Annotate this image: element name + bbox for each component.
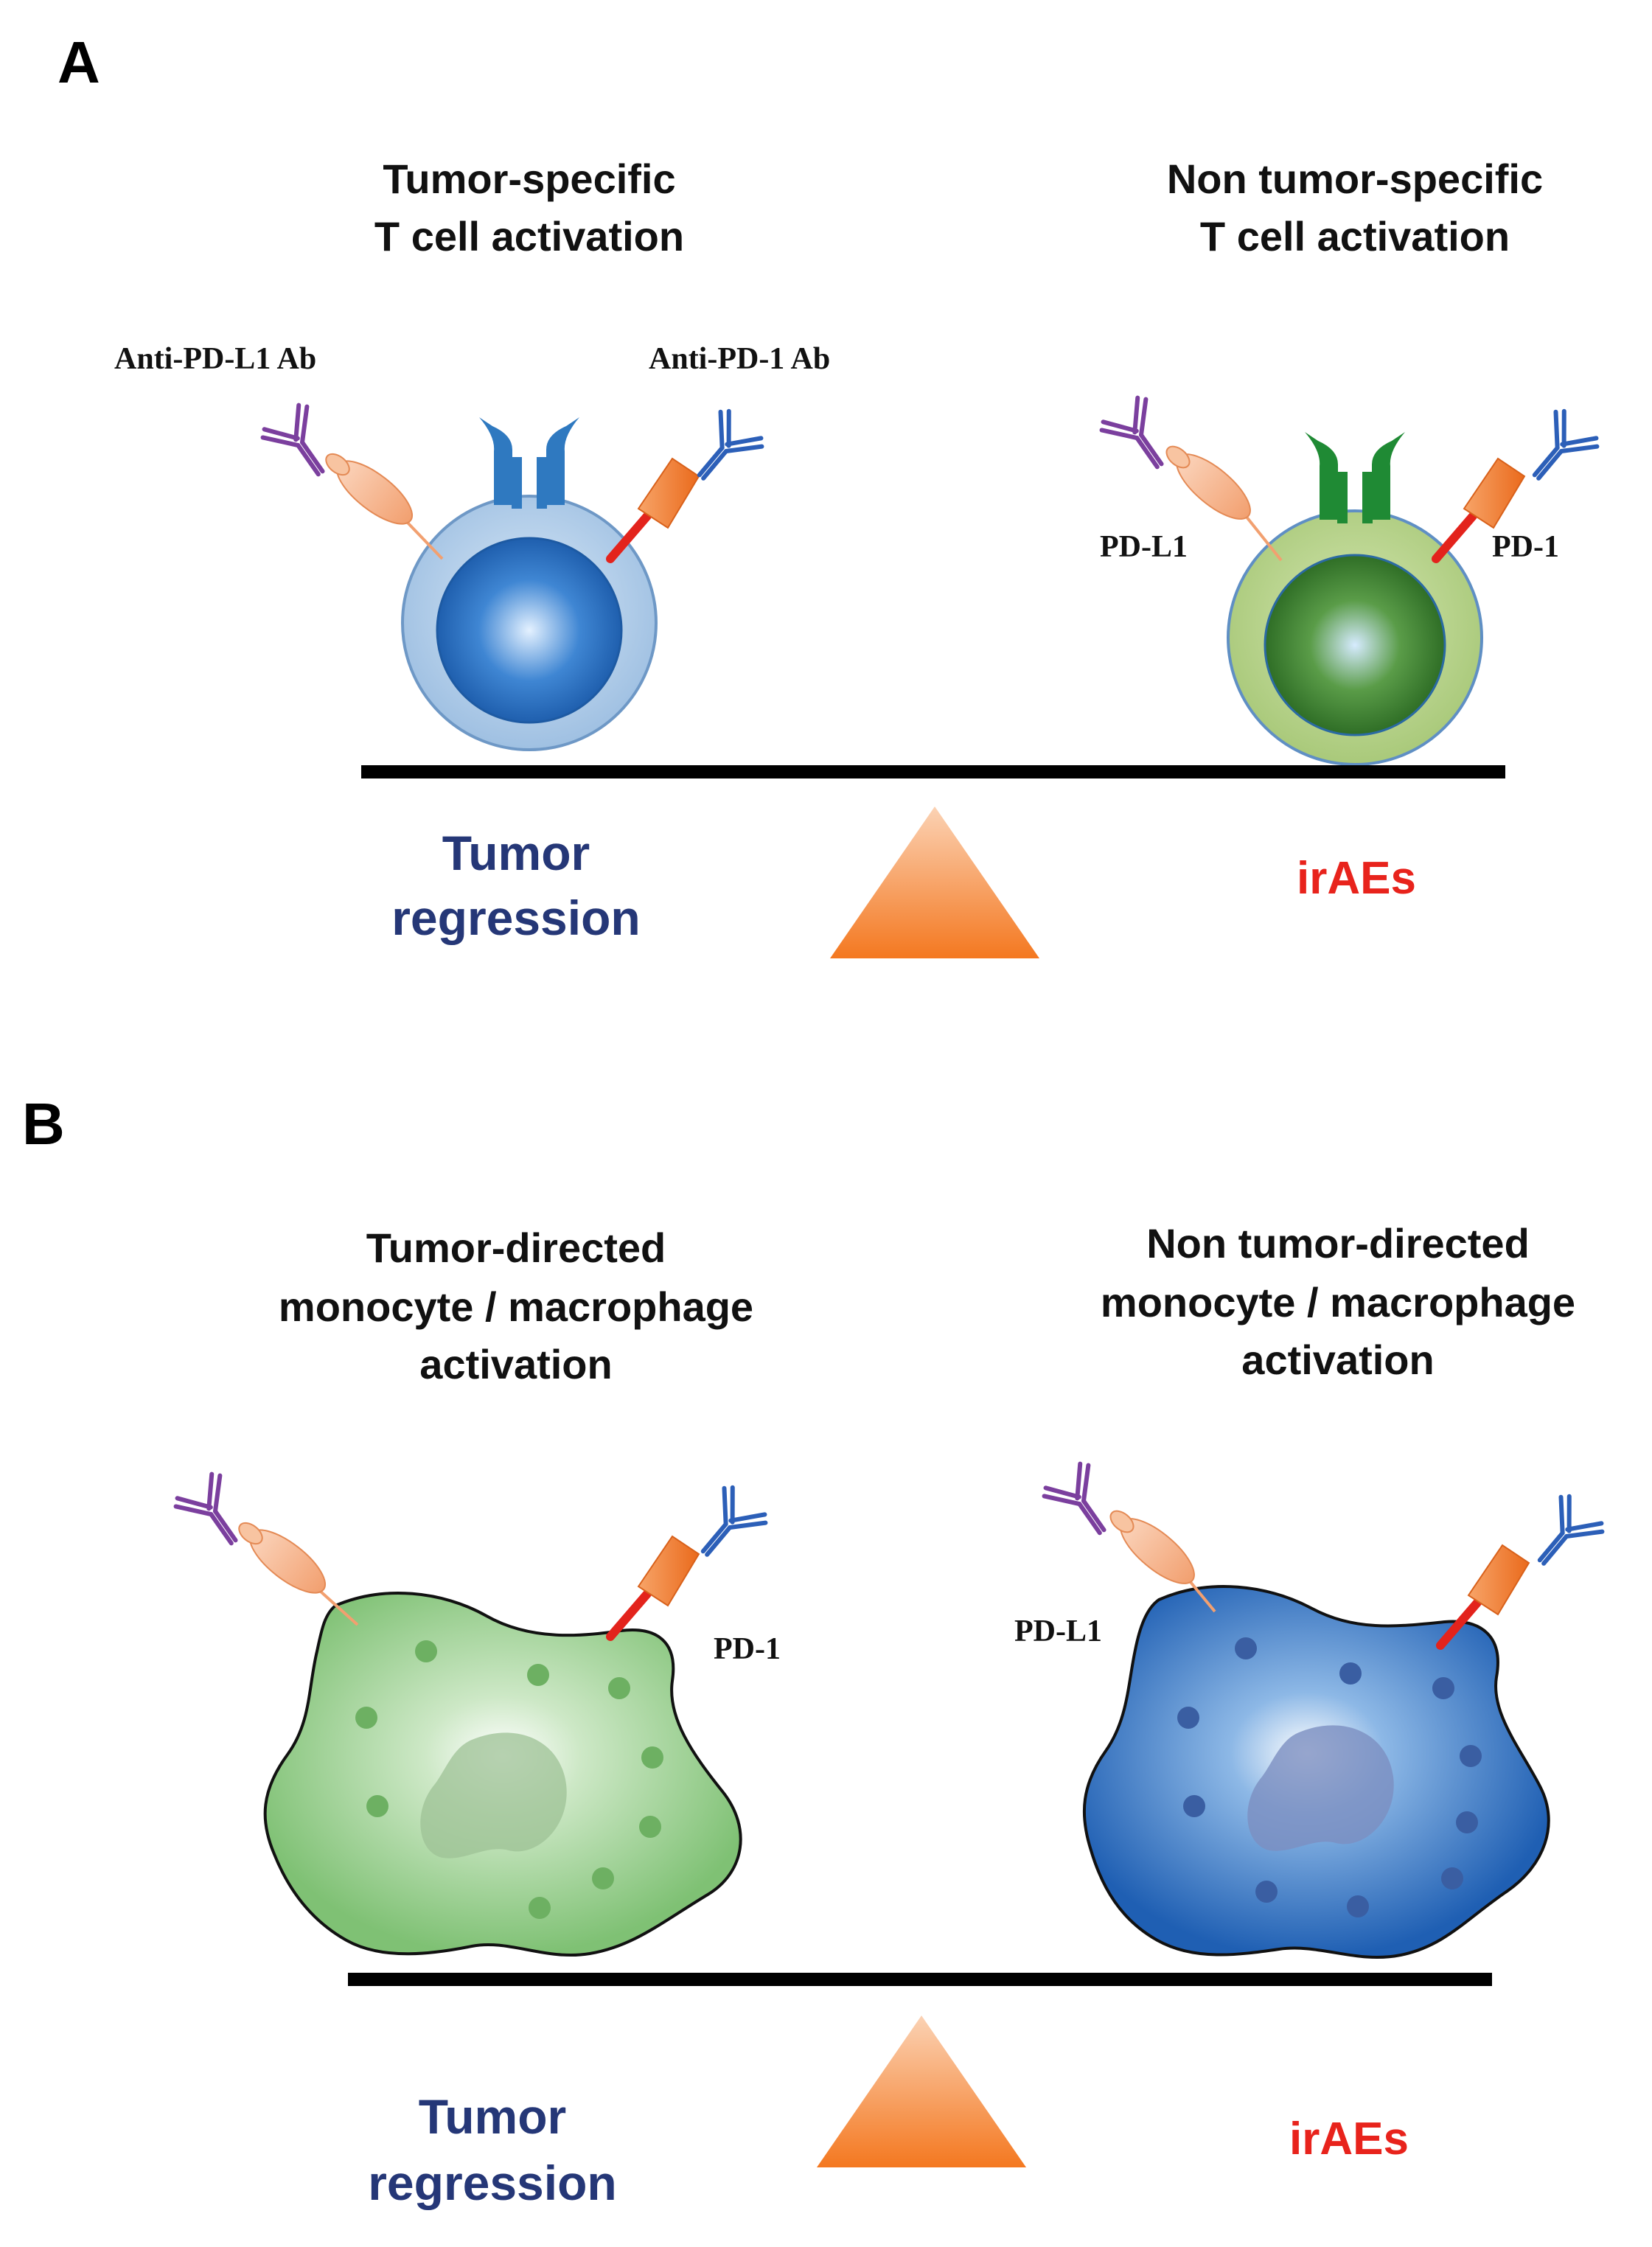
non-tumor-directed-macrophage — [1082, 1585, 1550, 1959]
anti-pdl1-antibody-icon — [172, 1471, 256, 1557]
balance-beam — [361, 765, 1505, 778]
panel-a-left-heading-line1: Tumor-specific — [383, 156, 675, 202]
pd1-receptor-icon — [606, 1535, 700, 1641]
panel-a-right-heading-line2: T cell activation — [1200, 213, 1510, 259]
nucleus-icon — [420, 1732, 567, 1858]
pdl1-ligand-icon — [325, 453, 444, 560]
tumor-directed-macrophage — [263, 1592, 742, 1957]
tumor-specific-t-cell — [401, 417, 658, 751]
panel-b-left-heading-line2: monocyte / macrophage — [279, 1283, 753, 1330]
pd1-receptor-icon — [606, 457, 700, 563]
non-tumor-specific-t-cell — [1227, 432, 1483, 766]
panel-b-right-heading-line3: activation — [1241, 1337, 1434, 1383]
t-cell-receptor-icon — [1305, 432, 1405, 523]
panel-b-right-heading-line2: monocyte / macrophage — [1101, 1279, 1575, 1325]
anti-pd1-antibody-icon — [1516, 408, 1601, 494]
tumor-regression-line1: Tumor — [442, 826, 590, 880]
pdl1-ligand-icon — [1165, 445, 1283, 562]
panel-b-left-heading-line3: activation — [419, 1341, 612, 1387]
panel-b-right-heading-line1: Non tumor-directed — [1146, 1220, 1530, 1267]
anti-pdl1-antibody-icon — [1041, 1460, 1124, 1547]
pd1-label: PD-1 — [1492, 530, 1559, 564]
iraes-label: irAEs — [1297, 853, 1416, 904]
panel-a-letter: A — [57, 29, 100, 95]
panel-b-left-heading-line1: Tumor-directed — [366, 1224, 666, 1271]
granule-icons — [355, 1640, 663, 1919]
balance-beam — [348, 1973, 1492, 1986]
pdl1-ligand-icon — [238, 1522, 359, 1626]
pdl1-label: PD-L1 — [1014, 1614, 1102, 1648]
nucleus-icon — [1247, 1725, 1394, 1851]
pd1-receptor-icon — [1436, 1544, 1530, 1650]
panel-a-right-heading-line1: Non tumor-specific — [1167, 156, 1543, 202]
fulcrum-triangle — [830, 807, 1039, 958]
pd1-receptor-icon — [1432, 457, 1526, 563]
granule-icons — [1177, 1637, 1482, 1917]
tumor-regression-line1: Tumor — [419, 2089, 566, 2144]
fulcrum-triangle — [817, 2016, 1026, 2167]
anti-pd1-ab-label: Anti-PD-1 Ab — [649, 342, 830, 376]
tumor-regression-line2: regression — [391, 891, 640, 945]
anti-pd1-antibody-icon — [1522, 1493, 1606, 1579]
pd1-label: PD-1 — [714, 1632, 781, 1666]
anti-pdl1-antibody-icon — [1098, 394, 1182, 481]
panel-b-letter: B — [22, 1091, 65, 1157]
t-cell-receptor-icon — [479, 417, 579, 509]
panel-a-left-heading-line2: T cell activation — [374, 213, 684, 259]
iraes-label: irAEs — [1289, 2114, 1409, 2164]
anti-pdl1-ab-label: Anti-PD-L1 Ab — [114, 342, 316, 376]
pdl1-label: PD-L1 — [1100, 530, 1188, 564]
anti-pdl1-antibody-icon — [259, 402, 343, 488]
pdl1-ligand-icon — [1109, 1510, 1216, 1613]
tumor-regression-line2: regression — [368, 2156, 616, 2210]
